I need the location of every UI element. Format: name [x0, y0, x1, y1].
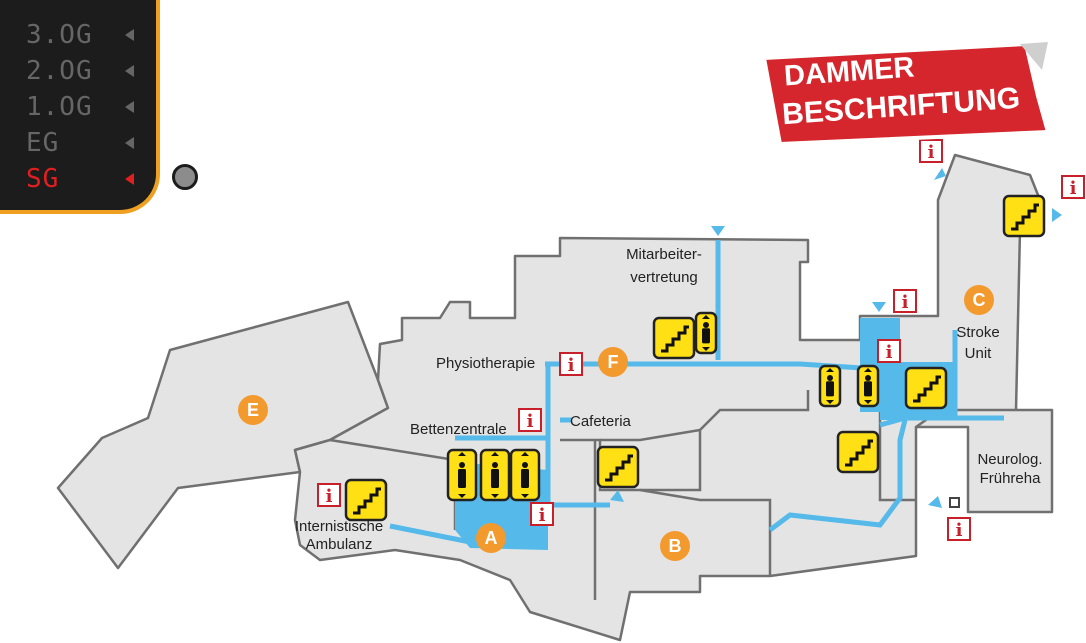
- stairs-icon[interactable]: [1002, 194, 1046, 238]
- stairs-icon[interactable]: [596, 445, 640, 489]
- floor-label: 3.OG: [26, 20, 93, 50]
- info-letter: i: [902, 292, 909, 313]
- stairs-icon[interactable]: [344, 478, 388, 522]
- elevator-icon[interactable]: [856, 364, 880, 408]
- floor-label: SG: [26, 164, 60, 194]
- floor-button-sg[interactable]: SG: [26, 164, 144, 194]
- floor-selector-panel: 3.OG 2.OG 1.OG EG SG: [0, 0, 160, 214]
- stairs-icon[interactable]: [652, 316, 696, 360]
- label-bettenzentrale: Bettenzentrale: [410, 421, 507, 438]
- label-internistische-ambulanz: Internistische Ambulanz: [284, 518, 394, 554]
- zone-marker-f[interactable]: F: [598, 347, 628, 377]
- zone-marker-c[interactable]: C: [964, 285, 994, 315]
- entrance-arrow-icon: [872, 302, 886, 312]
- zone-marker-b[interactable]: B: [660, 531, 690, 561]
- stairs-icon[interactable]: [904, 366, 948, 410]
- elevator-icon[interactable]: [479, 448, 511, 502]
- floor-arrow-icon: [125, 173, 134, 185]
- label-stroke-unit: Stroke Unit: [950, 324, 1006, 363]
- brand-logo[interactable]: DAMMER BESCHRIFTUNG: [758, 36, 1054, 144]
- info-icon[interactable]: i: [893, 289, 917, 313]
- info-icon[interactable]: i: [919, 139, 943, 163]
- info-letter: i: [956, 520, 963, 541]
- corridors: [389, 240, 1004, 545]
- entrance-arrow-icon: [711, 226, 725, 236]
- label-line: Neurolog.: [977, 451, 1043, 468]
- label-line: Frühreha: [979, 470, 1041, 487]
- info-icon[interactable]: i: [877, 339, 901, 363]
- entrance-arrow-icon: [1052, 208, 1062, 222]
- floor-arrow-icon: [125, 29, 134, 41]
- label-line: Unit: [964, 345, 992, 362]
- label-line: vertretung: [630, 269, 698, 286]
- info-letter: i: [539, 505, 546, 526]
- floor-label: 2.OG: [26, 56, 93, 86]
- floor-arrow-icon: [125, 101, 134, 113]
- label-line: Stroke: [956, 324, 1000, 341]
- info-icon[interactable]: i: [518, 408, 542, 432]
- label-line: Internistische: [294, 518, 384, 535]
- floor-arrow-icon: [125, 65, 134, 77]
- floor-button-3og[interactable]: 3.OG: [26, 20, 144, 50]
- label-neurolog-fruehreha: Neurolog. Frühreha: [970, 451, 1050, 488]
- floor-label: 1.OG: [26, 92, 93, 122]
- info-letter: i: [568, 355, 575, 376]
- floor-button-2og[interactable]: 2.OG: [26, 56, 144, 86]
- entrance-arrow-icon: [610, 490, 624, 502]
- elevator-icon[interactable]: [446, 448, 478, 502]
- label-line: Ambulanz: [305, 536, 373, 553]
- stairs-icon[interactable]: [836, 430, 880, 474]
- info-letter: i: [1070, 178, 1077, 199]
- label-line: Mitarbeiter-: [626, 246, 702, 263]
- label-mitarbeitervertretung: Mitarbeiter- vertretung: [616, 246, 712, 287]
- info-icon[interactable]: i: [559, 352, 583, 376]
- info-icon[interactable]: i: [947, 517, 971, 541]
- floor-button-1og[interactable]: 1.OG: [26, 92, 144, 122]
- label-cafeteria: Cafeteria: [570, 413, 631, 430]
- entrance-arrow-icon: [928, 496, 942, 508]
- marker-square: [949, 497, 960, 508]
- info-letter: i: [928, 142, 935, 163]
- info-letter: i: [527, 411, 534, 432]
- elevator-icon[interactable]: [694, 311, 718, 355]
- floor-label: EG: [26, 128, 60, 158]
- elevator-icon[interactable]: [818, 364, 842, 408]
- floor-arrow-icon: [125, 137, 134, 149]
- entrance-arrow-icon: [934, 168, 946, 180]
- zone-marker-a[interactable]: A: [476, 523, 506, 553]
- zone-marker-e[interactable]: E: [238, 395, 268, 425]
- info-letter: i: [326, 486, 333, 507]
- info-letter: i: [886, 342, 893, 363]
- info-icon[interactable]: i: [317, 483, 341, 507]
- info-icon[interactable]: i: [1061, 175, 1085, 199]
- floor-button-eg[interactable]: EG: [26, 128, 144, 158]
- info-icon[interactable]: i: [530, 502, 554, 526]
- position-indicator-dot: [172, 164, 198, 190]
- label-physiotherapie: Physiotherapie: [436, 355, 536, 372]
- logo-sticker-shape: [761, 41, 1051, 144]
- elevator-icon[interactable]: [509, 448, 541, 502]
- entrance-arrows: [610, 168, 1062, 508]
